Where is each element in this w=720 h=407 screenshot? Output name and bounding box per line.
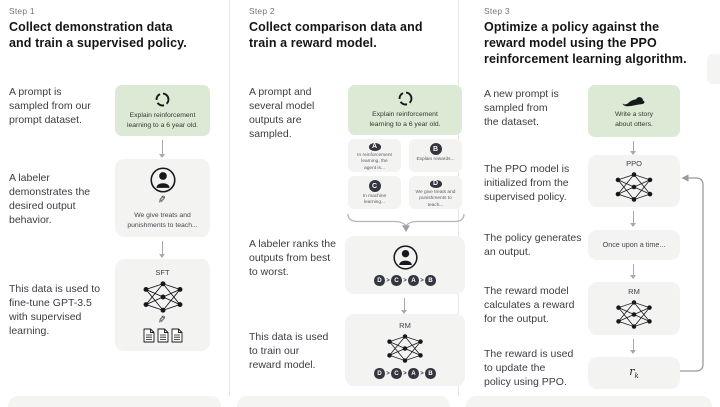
flow-arrow-down-icon (158, 140, 167, 158)
output-box-c: C In machine learning... (348, 176, 401, 209)
output-a-text: In reinforcement learning, the agent is.… (357, 152, 392, 171)
otter-icon (622, 97, 645, 107)
step3-reward-box: rk (588, 357, 680, 389)
right-edge-stub (707, 54, 720, 84)
step3-output-box: Once upon a time... (588, 230, 680, 260)
output-box-a: A In reinforcement learning, the agent i… (348, 139, 401, 172)
step3-heading: Optimize a policy against the reward mod… (484, 20, 687, 66)
step1-prompt-text: Explain reinforcement learning to a 6 ye… (126, 111, 199, 129)
rank-badge: A (408, 275, 419, 286)
flow-arrow-down-icon (400, 298, 409, 314)
letter-badge-d: D (429, 180, 442, 188)
step1-caption-prompt: A prompt is sampled from our prompt data… (9, 86, 91, 126)
step-label: Step 3 (484, 6, 510, 16)
step3-caption-prompt: A new prompt is sampled from the dataset… (484, 88, 559, 128)
step2-heading: Collect comparison data and train a rewa… (249, 20, 423, 50)
step-label: Step 2 (249, 6, 275, 16)
output-b-text: Explain rewards... (416, 157, 455, 162)
rank-badge: C (391, 275, 402, 286)
step3-caption-output: The policy generates an output. (484, 232, 582, 258)
documents-icon (143, 328, 182, 342)
rank-badge: B (425, 368, 436, 379)
output-box-d: D We give treats and punishments to teac… (409, 176, 462, 209)
step1-prompt-box: Explain reinforcement learning to a 6 ye… (115, 85, 210, 136)
rank-separator: > (403, 277, 407, 284)
rm-label: RM (399, 321, 411, 331)
flow-arrow-down-icon (629, 211, 638, 227)
step1-demonstration-text: We give treats and punishments to teach.… (127, 211, 198, 229)
step3-caption-init: The PPO model is initialized from the su… (484, 163, 570, 203)
letter-badge-c: C (368, 180, 381, 192)
letter-badge-a: A (368, 143, 381, 151)
flow-arrow-down-icon (158, 241, 167, 258)
step2-labeler-box: D > C > A > B (345, 236, 465, 294)
network-icon (386, 334, 424, 364)
step2-caption-train-rm: This data is used to train our reward mo… (249, 331, 329, 371)
step1-heading: Collect demonstration data and train a s… (9, 20, 187, 50)
network-icon (615, 171, 653, 203)
step3-prompt-box: Write a story about otters. (588, 85, 680, 137)
pencil-icon: ✎ (157, 194, 168, 207)
bottom-card-stub (466, 396, 712, 407)
feedback-arrow (680, 174, 704, 372)
labeler-icon (392, 245, 418, 270)
rank-separator: > (403, 370, 407, 377)
rank-badge: A (408, 368, 419, 379)
ppo-label: PPO (626, 159, 642, 168)
rank-separator: > (420, 370, 424, 377)
step2-rm-box: RM D > C > A > B (345, 314, 465, 386)
output-box-b: B Explain rewards... (409, 139, 462, 172)
flow-arrow-down-icon (629, 339, 638, 354)
rank-separator: > (420, 277, 424, 284)
cycle-icon (398, 91, 412, 106)
step3-ppo-box: PPO (588, 155, 680, 207)
ranking: D > C > A > B (374, 275, 436, 286)
brace-icon (347, 213, 465, 232)
flow-arrow-down-icon (629, 141, 638, 155)
step2-caption-sampled: A prompt and several model outputs are s… (249, 86, 315, 140)
sft-label: SFT (155, 267, 170, 277)
ranking: D > C > A > B (374, 368, 436, 379)
network-icon (615, 299, 653, 330)
step3-prompt-text: Write a story about otters. (614, 111, 654, 128)
rank-badge: D (374, 368, 385, 379)
step1-labeler-box: ✎ We give treats and punishments to teac… (115, 159, 210, 237)
pencil-icon: ✎ (157, 313, 168, 327)
bottom-card-stub (8, 396, 221, 407)
step3-rm-box: RM (588, 282, 680, 335)
column-divider (229, 0, 230, 396)
output-d-text: We give treats and punishments to teach.… (415, 189, 456, 208)
step1-caption-finetune: This data is used to fine-tune GPT-3.5 w… (9, 283, 101, 337)
flow-arrow-down-icon (629, 264, 638, 279)
rank-separator: > (386, 277, 390, 284)
reward-symbol: rk (629, 365, 639, 381)
generated-output-text: Once upon a time... (602, 239, 666, 249)
rank-badge: C (391, 368, 402, 379)
step1-caption-labeler: A labeler demonstrates the desired outpu… (9, 172, 91, 226)
labeler-icon (149, 167, 176, 193)
step2-prompt-box: Explain reinforcement learning to a 6 ye… (348, 85, 462, 135)
rm-label: RM (628, 287, 640, 296)
step2-caption-ranks: A labeler ranks the outputs from best to… (249, 238, 336, 278)
cycle-icon (155, 92, 170, 107)
network-icon (142, 280, 183, 313)
step1-sft-box: SFT ✎ (115, 259, 210, 351)
step2-prompt-text: Explain reinforcement learning to a 6 ye… (369, 111, 441, 128)
step-label: Step 1 (9, 6, 35, 16)
rank-separator: > (386, 370, 390, 377)
step3-caption-update: The reward is used to update the policy … (484, 348, 574, 388)
rank-badge: B (425, 275, 436, 286)
step3-caption-reward: The reward model calculates a reward for… (484, 285, 575, 325)
bottom-card-stub (237, 396, 450, 407)
rank-badge: D (374, 275, 385, 286)
letter-badge-b: B (429, 143, 442, 155)
output-c-text: In machine learning... (362, 194, 387, 206)
